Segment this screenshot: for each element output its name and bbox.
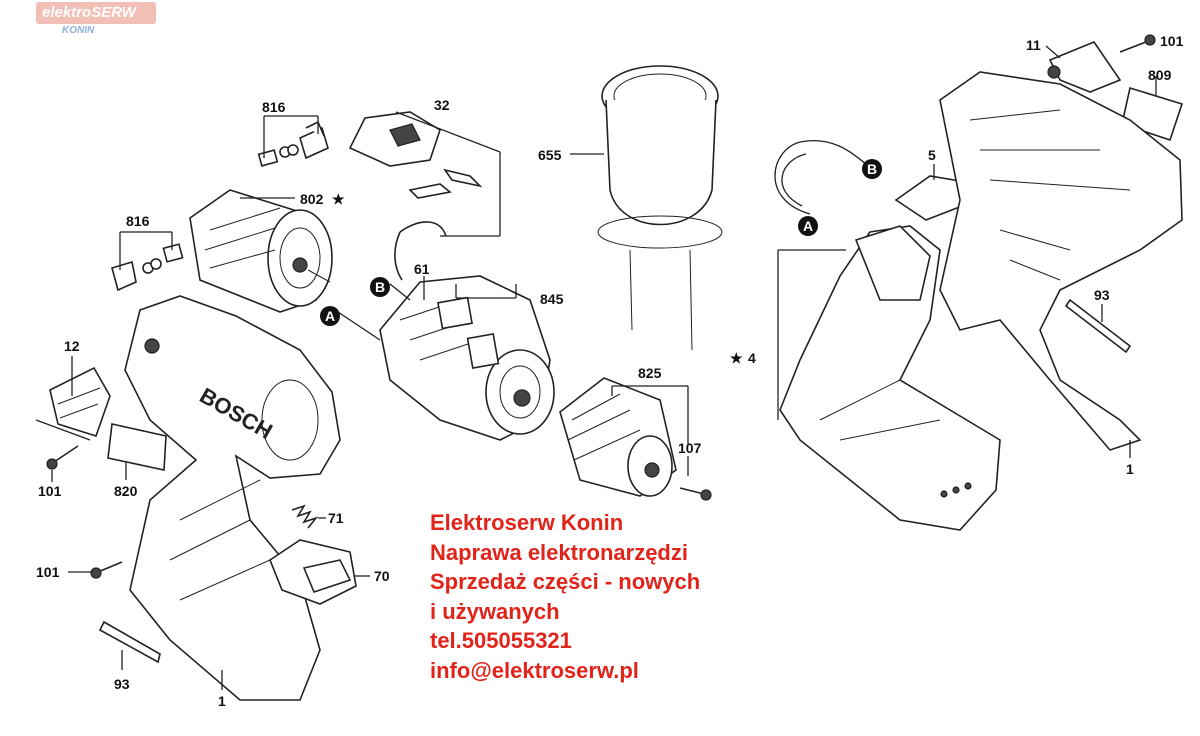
spring	[291, 504, 319, 529]
ad-company-name: Elektroserw Konin	[430, 510, 624, 535]
svg-text:A: A	[803, 218, 813, 234]
housing-right-half	[939, 71, 1183, 451]
housing-left-half: BOSCH	[124, 295, 341, 701]
part-label-4: 4	[748, 350, 756, 366]
wire-harness	[774, 140, 869, 215]
chuck-screw	[679, 487, 712, 501]
part-label-655: 655	[538, 147, 562, 163]
part-label-802: 802	[300, 191, 324, 207]
marker-b-left: B	[370, 277, 390, 297]
part-label-816-upper: 816	[262, 99, 286, 115]
brush-holder-upper	[257, 120, 329, 167]
switch-cover	[894, 175, 967, 221]
part-label-61: 61	[414, 261, 430, 277]
marker-a-right: A	[798, 216, 818, 236]
marker-b-right: B	[862, 159, 882, 179]
keyless-chuck	[559, 377, 677, 497]
part-label-70: 70	[374, 568, 390, 584]
part-label-71: 71	[328, 510, 344, 526]
part-label-1-right: 1	[1126, 461, 1134, 477]
part-label-107: 107	[678, 440, 702, 456]
brush-holder-lower	[111, 243, 184, 292]
star-marker-4: ★	[730, 350, 743, 366]
svg-text:B: B	[375, 279, 385, 295]
part-label-1-left: 1	[218, 693, 226, 709]
part-label-820: 820	[114, 483, 138, 499]
led-lamp	[1047, 41, 1122, 93]
screw-101-lower	[90, 561, 123, 579]
svg-text:B: B	[867, 161, 877, 177]
direction-switch	[269, 539, 357, 605]
part-label-845: 845	[540, 291, 564, 307]
part-label-101-right: 101	[1160, 33, 1184, 49]
screwdriver-bit-left	[98, 620, 161, 664]
ad-parts-line-cont: i używanych	[430, 598, 560, 624]
watermark-city: KONIN	[62, 25, 95, 36]
motor	[189, 189, 333, 313]
marker-a-left: A	[320, 306, 340, 326]
leader-lines	[35, 45, 1157, 690]
part-label-5: 5	[928, 147, 936, 163]
part-label-101-lower: 101	[36, 564, 60, 580]
watermark-brand: elektroSERW	[42, 4, 136, 21]
gearbox	[379, 275, 555, 441]
part-label-12: 12	[64, 338, 80, 354]
ad-parts-line: Sprzedaż części - nowych	[430, 569, 701, 594]
ad-phone[interactable]: tel.505055321	[430, 628, 572, 653]
screwdriver-bit-right	[1064, 298, 1132, 354]
belt-clip-ring	[597, 65, 723, 351]
watermark-logo	[36, 2, 156, 24]
trigger-switch-module	[779, 225, 1001, 531]
part-label-101-upper: 101	[38, 483, 62, 499]
part-label-816-lower: 816	[126, 213, 150, 229]
star-marker-802: ★	[332, 191, 345, 207]
part-label-93-left: 93	[114, 676, 130, 692]
screw-101-upper	[46, 445, 79, 470]
ad-email[interactable]: info@elektroserw.pl	[430, 657, 639, 683]
svg-text:A: A	[325, 308, 335, 324]
part-label-93-right: 93	[1094, 287, 1110, 303]
speed-selector	[49, 366, 111, 437]
ad-service-line: Naprawa elektronarzędzi	[430, 539, 688, 565]
part-label-32: 32	[434, 97, 450, 113]
part-label-825: 825	[638, 365, 662, 381]
nameplate-label	[107, 423, 167, 471]
screw-101-right	[1119, 34, 1156, 53]
gear-cover	[348, 111, 483, 281]
part-label-809: 809	[1148, 67, 1172, 83]
part-label-11: 11	[1026, 37, 1041, 53]
shop-contact-callout: Elektroserw Konin Naprawa elektronarzędz…	[430, 508, 700, 685]
